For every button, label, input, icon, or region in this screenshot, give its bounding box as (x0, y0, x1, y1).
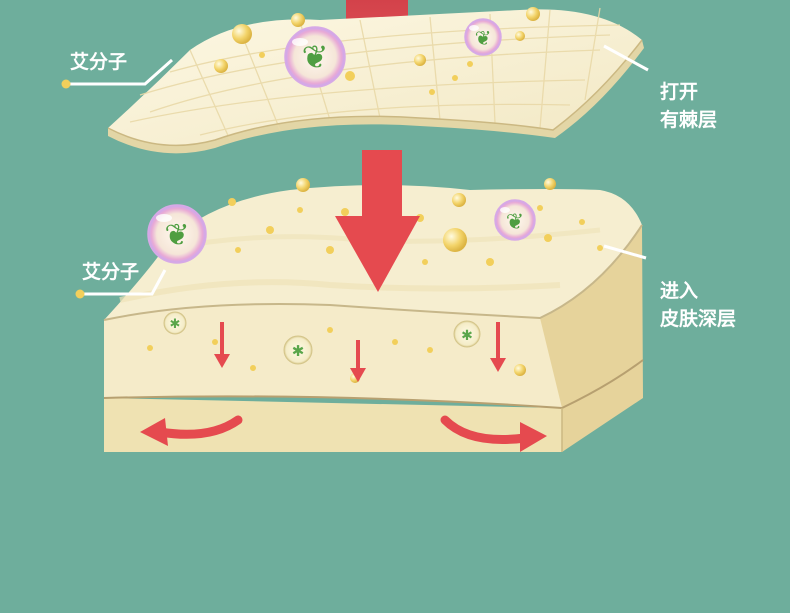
molecule-bubble-right: ❦ (494, 199, 536, 241)
leaf-icon: ❦ (164, 218, 189, 253)
dermis-layer (104, 398, 562, 452)
leaf-icon: ❦ (302, 38, 329, 76)
inner-molecule-3: ✱ (453, 320, 481, 348)
leader-molecule-top (61, 58, 173, 89)
molecule-bubble-left: ❦ (147, 204, 207, 264)
leaf-icon: ❦ (506, 210, 524, 235)
leader-deep-layer (603, 244, 647, 260)
left-curved-arrow-icon (140, 415, 243, 446)
right-curved-arrow-icon (440, 415, 547, 452)
droplet-cluster-top (214, 7, 540, 95)
down-arrow-icon (490, 322, 506, 372)
leaf-icon: ✱ (170, 317, 181, 332)
epidermis-layer (104, 304, 562, 408)
droplet-cluster-bottom (147, 178, 603, 383)
inner-molecule-1: ✱ (163, 311, 187, 335)
molecule-bubble-top-large: ❦ (284, 26, 346, 88)
bubble-molecules: ❦ ❦ ❦ ❦ (147, 18, 536, 264)
leader-molecule-bottom (75, 269, 167, 299)
leader-open-layer (603, 44, 649, 72)
label-open-layer: 打开 有棘层 (660, 78, 717, 134)
label-deep-layer: 进入 皮肤深层 (660, 277, 736, 333)
small-down-arrows (214, 322, 506, 382)
leaf-icon: ✱ (292, 342, 305, 360)
leaf-icon: ❦ (475, 26, 492, 50)
down-arrow-icon (350, 340, 366, 382)
large-droplet (443, 228, 467, 252)
label-open-layer-line2: 有棘层 (660, 109, 718, 131)
leader-lines (61, 44, 649, 299)
spread-arrows (140, 415, 547, 452)
label-open-layer-line1: 打开 (660, 81, 699, 103)
label-deep-layer-line2: 皮肤深层 (660, 308, 737, 330)
label-molecule-bottom: 艾分子 (82, 261, 140, 283)
inner-molecules: ✱ ✱ ✱ (163, 311, 481, 365)
label-molecule-top: 艾分子 (70, 51, 128, 73)
label-deep-layer-line1: 进入 (660, 280, 699, 302)
down-arrow-icon (214, 322, 230, 368)
inner-molecule-2: ✱ (283, 335, 313, 365)
leaf-icon: ✱ (461, 328, 473, 344)
stratum-sheet (107, 7, 644, 154)
molecule-bubble-top-small: ❦ (464, 18, 502, 56)
